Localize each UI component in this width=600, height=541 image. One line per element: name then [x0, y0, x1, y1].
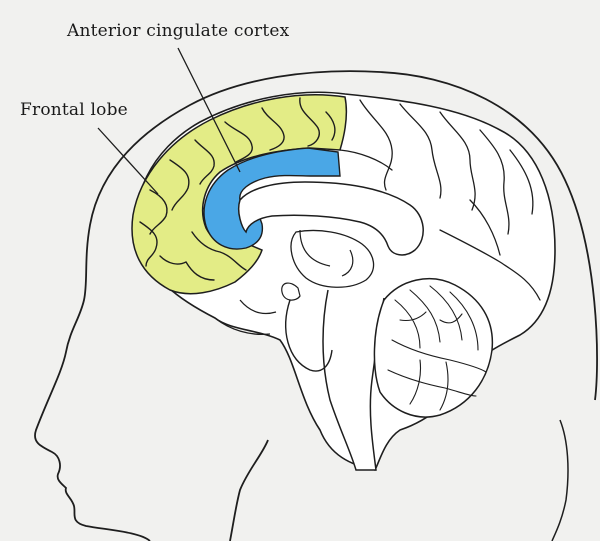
- ear-line: [552, 420, 568, 541]
- label-anterior-cingulate-cortex: Anterior cingulate cortex: [67, 21, 289, 41]
- label-frontal-lobe: Frontal lobe: [20, 100, 128, 120]
- leader-line-frontal: [98, 128, 158, 194]
